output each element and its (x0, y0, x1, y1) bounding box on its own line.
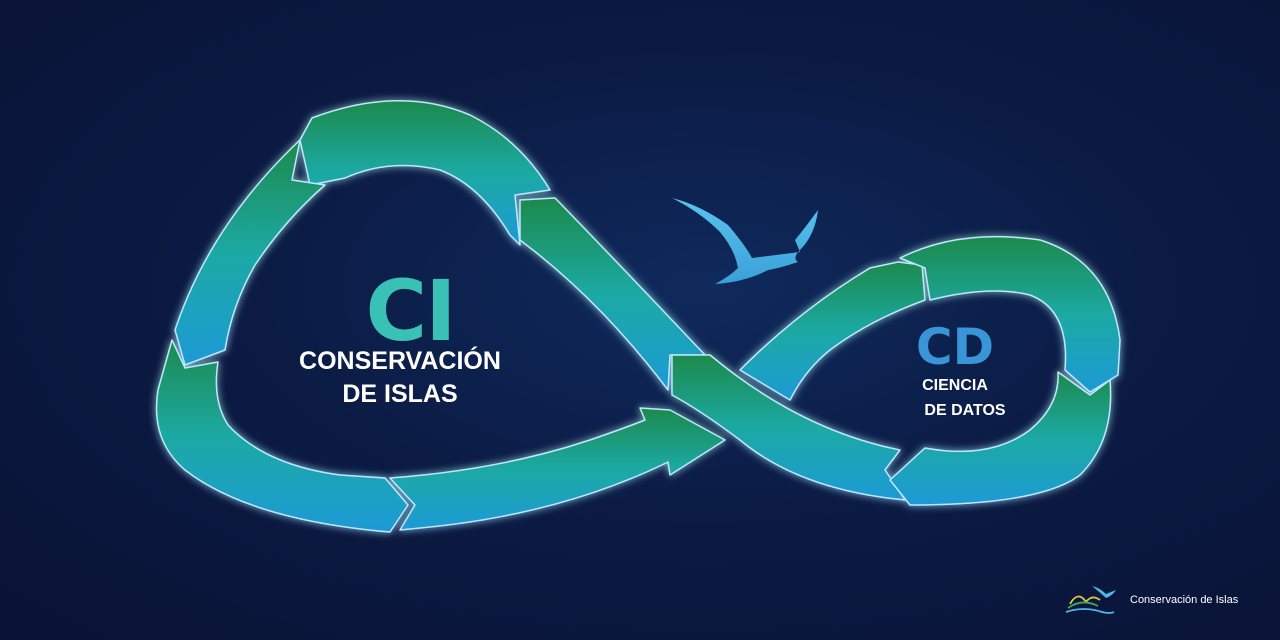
ci-label-line2: DE ISLAS (342, 380, 458, 408)
cd-label-line2: DE DATOS (924, 402, 1006, 419)
arrow-segment-left-bottom (155, 339, 409, 533)
arrow-segment-left-side (174, 139, 326, 366)
bird-icon (672, 198, 818, 284)
brand-name: Conservación de Islas (1130, 594, 1239, 606)
brand-logo-icon (1065, 586, 1116, 614)
ci-label-line1: CONSERVACIÓN (299, 347, 501, 375)
arrow-segment-left-bottom-right (389, 407, 726, 531)
cd-label-line1: CIENCIA (922, 377, 988, 394)
arrow-segment-left-top (299, 99, 551, 246)
arrow-segment-right-top (899, 235, 1121, 393)
arrow-segment-cross-up (739, 261, 926, 401)
arrow-segment-cross-lower (671, 354, 906, 501)
ci-acronym: CI (365, 262, 457, 360)
cd-acronym: CD (915, 318, 995, 376)
arrow-segment-right-bottom (889, 371, 1112, 506)
brand-logo: Conservación de Islas (1062, 576, 1262, 620)
arrow-segment-cross-down (519, 197, 706, 391)
